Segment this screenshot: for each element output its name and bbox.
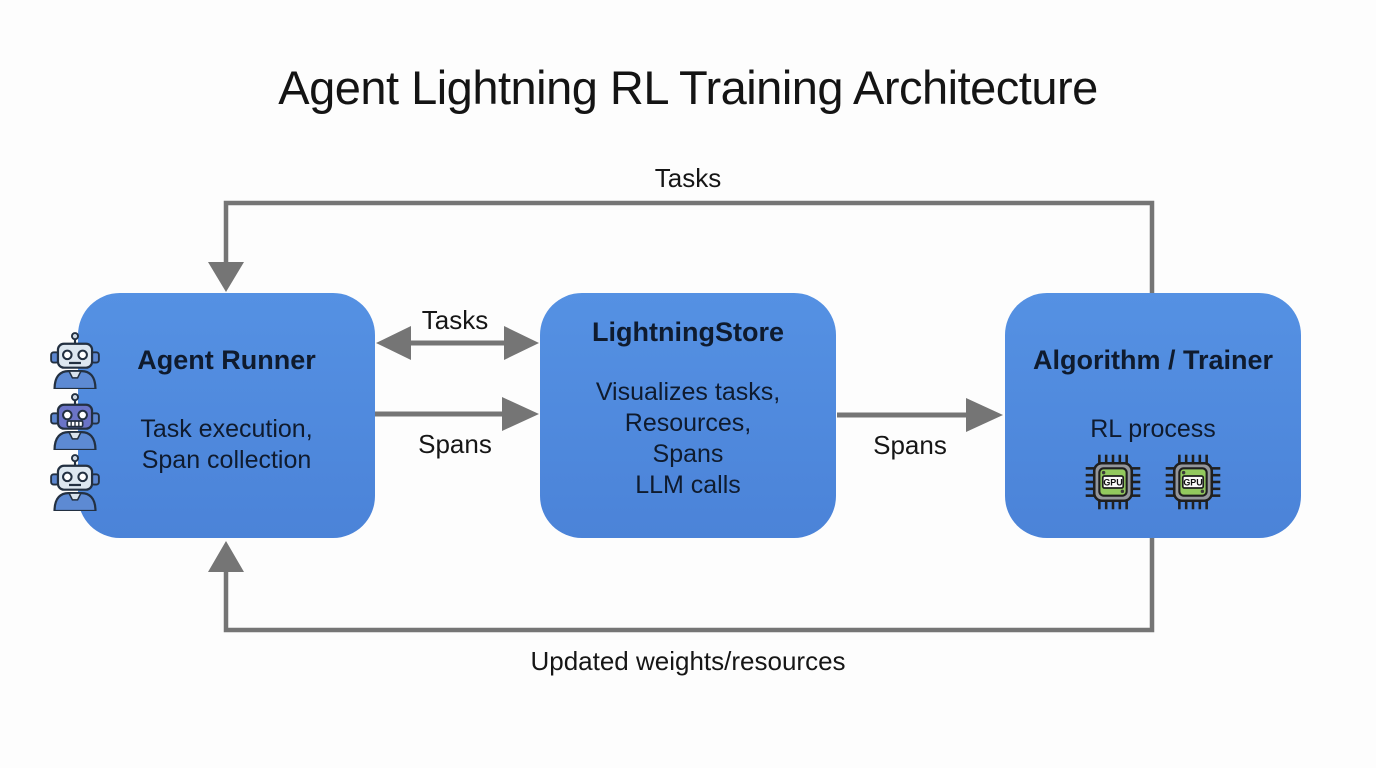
node-agent-runner: Agent Runner Task execution, Span collec… xyxy=(78,293,375,538)
node-body: Task execution, Span collection xyxy=(78,414,375,476)
node-title: Agent Runner xyxy=(137,345,316,375)
node-title: LightningStore xyxy=(592,317,784,347)
gpu-chip-icon: GPU xyxy=(1085,454,1141,510)
node-body: Visualizes tasks, Resources, Spans LLM c… xyxy=(540,377,836,501)
edge-label-updated-weights: Updated weights/resources xyxy=(530,646,846,676)
node-body-line: Task execution, xyxy=(140,415,313,443)
node-body-line: Spans xyxy=(652,440,724,468)
node-algorithm-trainer: Algorithm / Trainer RL process GPU xyxy=(1005,293,1301,538)
edge-label-spans-right: Spans xyxy=(873,430,947,460)
node-body-line: Resources, xyxy=(624,409,752,437)
node-title: Algorithm / Trainer xyxy=(1032,345,1274,375)
gpu-label: GPU xyxy=(1103,477,1122,487)
edge-label-tasks-mid: Tasks xyxy=(421,305,489,335)
robot-icon-stack xyxy=(46,331,104,511)
robot-icon xyxy=(50,454,100,511)
robot-icon xyxy=(50,393,100,450)
spans-arrow-runner-to-store xyxy=(375,397,539,431)
gpu-row: GPU GPU xyxy=(1005,453,1301,511)
edge-label-spans-mid: Spans xyxy=(418,429,492,459)
robot-icon xyxy=(50,332,100,389)
gpu-chip-icon: GPU xyxy=(1165,454,1221,510)
spans-arrow-store-to-trainer xyxy=(837,398,1003,432)
node-body-line: RL process xyxy=(1090,415,1216,443)
page-title: Agent Lightning RL Training Architecture xyxy=(278,61,1098,114)
weights-loop-arrow xyxy=(208,536,1155,633)
edge-label-tasks-top: Tasks xyxy=(654,163,722,193)
node-body-line: Span collection xyxy=(141,446,312,474)
gpu-label: GPU xyxy=(1183,477,1202,487)
node-body: RL process xyxy=(1005,414,1301,445)
node-body-line: Visualizes tasks, xyxy=(595,378,781,406)
node-lightning-store: LightningStore Visualizes tasks, Resourc… xyxy=(540,293,836,538)
tasks-loop-arrow xyxy=(208,200,1155,294)
node-body-line: LLM calls xyxy=(635,471,741,499)
